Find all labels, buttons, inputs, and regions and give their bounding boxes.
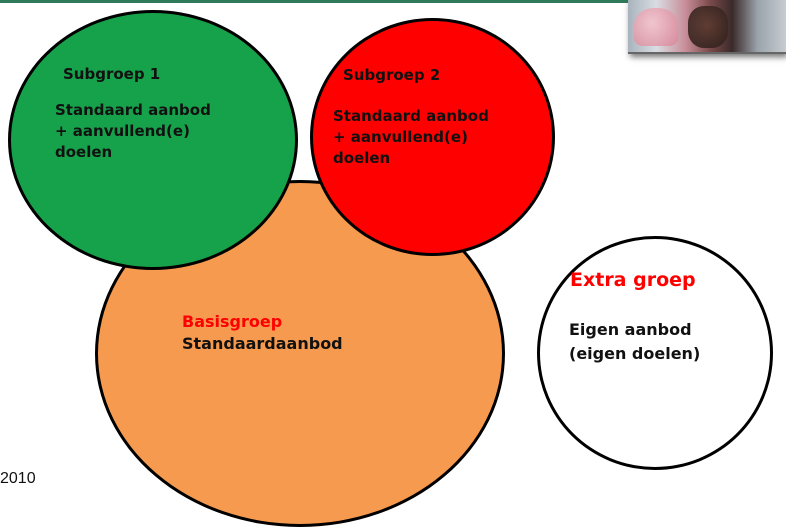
subgroep-2-line: doelen [333,149,391,167]
subgroep-1-line: Standaard aanbod [55,101,211,119]
subgroep-2-description: Standaard aanbod + aanvullend(e) doelen [333,106,553,169]
extra-groep-line: Eigen aanbod [569,320,692,339]
subgroep-2-line: + aanvullend(e) [333,128,468,146]
extra-groep-circle [537,236,773,470]
subgroep-1-title: Subgroep 1 [63,65,161,83]
basisgroep-description: Standaardaanbod [182,334,343,353]
subgroep-2-circle [310,18,555,256]
subgroep-2-title: Subgroep 2 [343,66,441,84]
top-accent-bar [0,0,786,3]
photo-figure-left [634,8,678,46]
extra-groep-description: Eigen aanbod (eigen doelen) [569,318,769,366]
subgroep-1-circle [8,10,298,270]
basisgroep-title: Basisgroep [182,312,283,331]
extra-groep-title: Extra groep [570,269,696,291]
header-photo [628,0,786,54]
footer-year: 2010 [0,470,36,487]
subgroep-1-line: doelen [55,143,113,161]
subgroep-1-line: + aanvullend(e) [55,122,190,140]
subgroep-2-line: Standaard aanbod [333,107,489,125]
photo-figure-right [688,6,728,48]
extra-groep-line: (eigen doelen) [569,344,701,363]
subgroep-1-description: Standaard aanbod + aanvullend(e) doelen [55,100,275,163]
